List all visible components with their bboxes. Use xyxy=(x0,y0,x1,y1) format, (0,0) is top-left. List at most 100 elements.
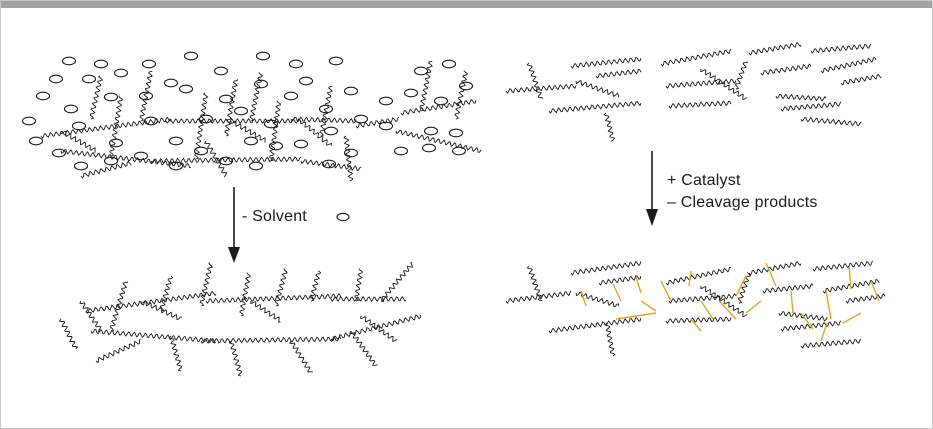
polymer-chain xyxy=(820,56,877,74)
solvent-molecule-icon xyxy=(421,143,437,153)
solvent-molecule-icon xyxy=(288,59,304,69)
solvent-molecule-icon xyxy=(403,88,419,98)
cleavage-products-label: – Cleavage products xyxy=(667,194,818,211)
solvent-molecule-icon xyxy=(378,121,394,131)
solvent-molecule-icon xyxy=(393,146,409,156)
polymer-chain xyxy=(800,338,862,349)
polymer-chain xyxy=(95,338,141,364)
crosslinked-chains-panel xyxy=(505,260,886,357)
polymer-chain xyxy=(762,283,814,294)
solvent-molecule-icon xyxy=(21,116,37,126)
polymer-chain xyxy=(570,56,642,69)
polymer-chain xyxy=(168,335,183,372)
solvent-molecule-icon xyxy=(48,74,64,84)
solvent-molecule-icon xyxy=(168,136,184,146)
polymer-chain xyxy=(780,101,842,112)
crosslink xyxy=(765,262,777,287)
arrow-head xyxy=(228,247,240,263)
catalyst-arrow xyxy=(646,151,658,226)
solvent-molecule-icon xyxy=(321,159,337,169)
solvent-molecule-icon xyxy=(81,74,97,84)
crosslink xyxy=(700,300,714,320)
solvent-molecule-icon xyxy=(318,104,334,114)
polymer-chain xyxy=(85,290,217,314)
polymer-chain xyxy=(159,275,174,312)
crosslink xyxy=(688,270,692,287)
solvent-molecule-icon xyxy=(441,59,457,69)
polymer-chain xyxy=(400,99,477,116)
polymer-chain xyxy=(598,274,642,286)
solvent-molecule-icon xyxy=(263,119,279,129)
crosslink xyxy=(820,322,828,342)
arrow-head xyxy=(646,209,658,226)
solvent-molecule-icon xyxy=(63,104,79,114)
crosslink xyxy=(635,276,642,294)
polymer-chain xyxy=(300,159,362,171)
solvent-molecule-icon xyxy=(218,156,234,166)
solvent-molecule-icon xyxy=(108,138,124,148)
polymer-chain xyxy=(665,267,731,286)
polymer-chain xyxy=(165,118,302,125)
solvent-molecule-icon xyxy=(233,106,249,116)
separate-chains-panel xyxy=(505,41,882,142)
solvent-molecule-icon xyxy=(35,91,51,101)
polymer-chain xyxy=(775,93,827,102)
polymer-chain xyxy=(604,322,616,357)
crosslinks xyxy=(580,262,880,342)
solvent-removal-arrow xyxy=(228,187,240,263)
polymer-chain xyxy=(299,120,333,146)
crosslink xyxy=(640,300,657,312)
polymer-chain xyxy=(109,281,129,332)
polymer-chain xyxy=(505,83,577,94)
polymer-chain xyxy=(505,290,572,304)
solvent-molecule-icon xyxy=(103,156,119,166)
polymer-chain xyxy=(250,300,281,323)
solvent-molecule-icon xyxy=(448,128,464,138)
crosslink xyxy=(580,290,587,307)
top-bar xyxy=(1,1,932,8)
polymer-chain xyxy=(349,330,378,366)
dried-network-panel xyxy=(58,261,422,377)
polymer-chain xyxy=(845,293,886,304)
crosslink xyxy=(735,275,747,297)
polymer-chain xyxy=(343,135,354,182)
polymer-chain xyxy=(224,79,239,137)
crosslink xyxy=(612,283,622,302)
polymer-chain xyxy=(454,70,469,120)
crosslink xyxy=(790,290,794,314)
solvent-molecule-icon xyxy=(413,66,429,76)
solvent-molecule-icon xyxy=(268,141,284,151)
polymer-chain xyxy=(309,270,322,302)
polymer-chain xyxy=(354,268,363,302)
solvent-molecule-icon xyxy=(133,151,149,161)
catalyst-label: + Catalyst xyxy=(667,172,741,189)
polymer-chain xyxy=(205,293,342,304)
polymer-chain xyxy=(419,60,433,112)
solvent-molecule-icon xyxy=(243,136,259,146)
polymer-chain xyxy=(274,268,288,307)
solvent-molecule-icon xyxy=(28,136,44,146)
polymer-chain xyxy=(289,340,313,373)
polymer-chain xyxy=(526,62,544,99)
solvent-molecule-icon xyxy=(353,114,369,124)
solvent-molecule-icon xyxy=(141,59,157,69)
polymer-chain xyxy=(150,156,302,164)
solvent-molecule-icon xyxy=(73,161,89,171)
solvent-molecule-icon xyxy=(71,121,87,131)
solvent-molecule-icon xyxy=(255,51,271,61)
polymer-chain xyxy=(194,92,209,160)
polymer-chain xyxy=(230,120,266,143)
polymer-chain xyxy=(79,300,102,332)
solvent-molecule-icon xyxy=(61,56,77,66)
polymer-chain xyxy=(380,261,413,303)
crosslink xyxy=(825,290,832,320)
solvent-molecule-icon xyxy=(163,78,179,88)
polymer-chain xyxy=(228,340,243,377)
solvent-molecule-icon xyxy=(378,96,394,106)
polymer-chain xyxy=(668,100,732,109)
solvent-molecule-icon xyxy=(283,91,299,101)
polymer-chain xyxy=(330,314,422,342)
solvent-molecules xyxy=(21,51,474,171)
polymer-chain xyxy=(595,68,642,79)
solvent-molecule-icon xyxy=(183,51,199,61)
